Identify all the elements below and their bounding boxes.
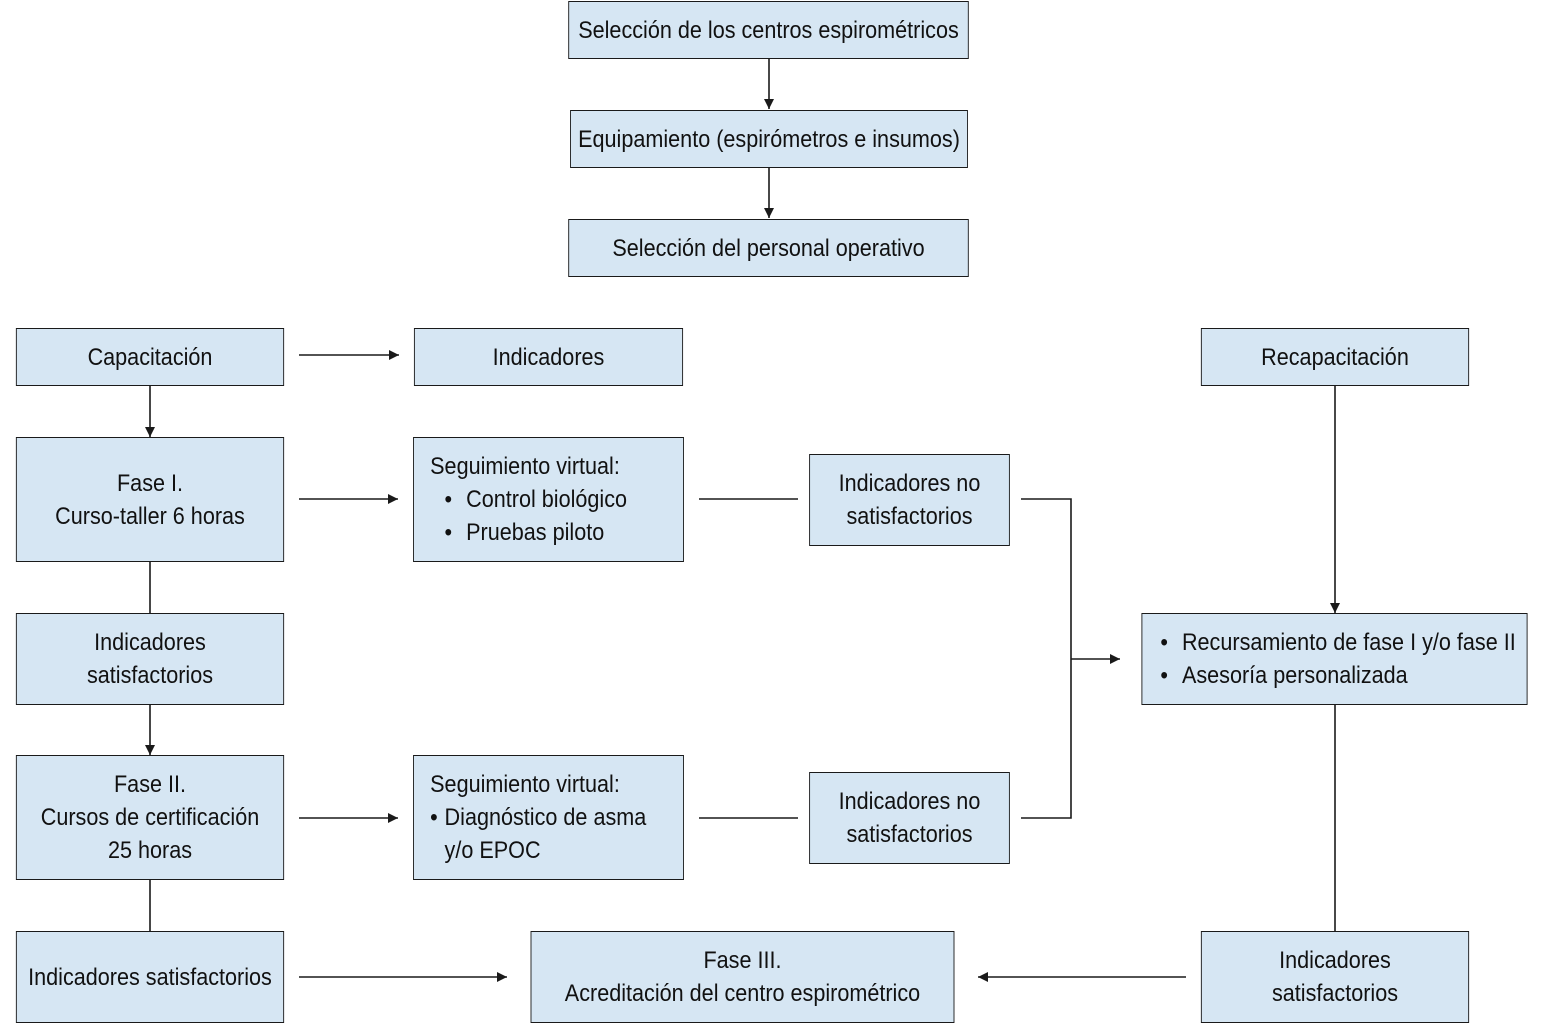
fase2-title: Fase II. [113, 771, 187, 798]
seleccion-personal-label: Selección del personal operativo [612, 234, 925, 262]
fase1-box: Fase I. Curso-taller 6 horas [15, 437, 285, 562]
indicadores-satisfactorios-2-box: Indicadores satisfactorios [15, 931, 285, 1023]
indicadores-no-satisfactorios-1-line2: satisfactorios [846, 503, 973, 530]
indicadores-no-satisfactorios-2-line1: Indicadores no [838, 788, 981, 815]
bullet-text: Diagnóstico de asma [444, 804, 647, 831]
bullet-text: Control biológico [466, 486, 628, 513]
line-no-satisfactorios1-bracket [1021, 498, 1072, 819]
equipamiento-box: Equipamiento (espirómetros e insumos) [570, 110, 968, 168]
indicadores-satisfactorios-1-line2: satisfactorios [86, 662, 214, 689]
indicadores-label: Indicadores [492, 343, 605, 371]
indicadores-satisfactorios-3-line2: satisfactorios [1271, 980, 1399, 1007]
seleccion-centros-label: Selección de los centros espirométricos [578, 16, 959, 44]
seguimiento-virtual-2-item-cont: y/o EPOC [444, 837, 541, 864]
recursamiento-item: • Recursamiento de fase I y/o fase II [1160, 626, 1515, 659]
fase2-subtitle: Cursos de certificación [40, 804, 260, 831]
bullet-dot: • [430, 804, 438, 831]
indicadores-no-satisfactorios-1-line1: Indicadores no [838, 470, 981, 497]
fase3-box: Fase III. Acreditación del centro espiro… [530, 931, 955, 1023]
fase1-subtitle: Curso-taller 6 horas [55, 502, 245, 530]
fase2-hours: 25 horas [107, 837, 193, 864]
bullet-text: Recursamiento de fase I y/o fase II [1181, 629, 1516, 656]
seguimiento-virtual-2-item: • Diagnóstico de asma [430, 801, 646, 834]
seleccion-personal-box: Selección del personal operativo [568, 219, 969, 277]
indicadores-satisfactorios-1-box: Indicadores satisfactorios [15, 613, 285, 705]
fase3-subtitle: Acreditación del centro espirométrico [564, 980, 921, 1007]
equipamiento-label: Equipamiento (espirómetros e insumos) [578, 125, 960, 153]
seguimiento-virtual-2-box: Seguimiento virtual: • Diagnóstico de as… [413, 755, 684, 880]
fase2-box: Fase II. Cursos de certificación 25 hora… [15, 755, 285, 880]
indicadores-no-satisfactorios-1-box: Indicadores no satisfactorios [809, 454, 1010, 546]
indicadores-box: Indicadores [413, 328, 684, 386]
bullet-dot: • [444, 519, 453, 546]
recapacitacion-label: Recapacitación [1261, 343, 1409, 371]
fase3-title: Fase III. [703, 947, 782, 974]
indicadores-satisfactorios-3-line1: Indicadores [1279, 947, 1391, 974]
bullet-text: Pruebas piloto [466, 519, 605, 546]
indicadores-satisfactorios-3-box: Indicadores satisfactorios [1200, 931, 1470, 1023]
bullet-text: Asesoría personalizada [1181, 662, 1408, 689]
indicadores-no-satisfactorios-2-box: Indicadores no satisfactorios [809, 772, 1010, 864]
bullet-dot: • [444, 486, 453, 513]
recursamiento-item: • Asesoría personalizada [1160, 659, 1407, 692]
indicadores-satisfactorios-1-line1: Indicadores [94, 629, 206, 656]
fase1-title: Fase I. [116, 469, 184, 497]
seguimiento-virtual-1-box: Seguimiento virtual: • Control biológico… [413, 437, 684, 562]
indicadores-no-satisfactorios-2-line2: satisfactorios [846, 821, 973, 848]
seguimiento-virtual-1-item: • Control biológico [430, 483, 628, 516]
bullet-dot: • [1160, 662, 1168, 689]
capacitacion-label: Capacitación [87, 343, 213, 371]
recursamiento-box: • Recursamiento de fase I y/o fase II • … [1141, 613, 1528, 705]
bullet-dot: • [1160, 629, 1168, 656]
recapacitacion-box: Recapacitación [1200, 328, 1470, 386]
seguimiento-virtual-1-title: Seguimiento virtual: [430, 453, 620, 480]
capacitacion-box: Capacitación [15, 328, 285, 386]
seguimiento-virtual-2-title: Seguimiento virtual: [430, 771, 620, 798]
seguimiento-virtual-1-item: • Pruebas piloto [430, 516, 605, 549]
seleccion-centros-box: Selección de los centros espirométricos [568, 1, 969, 59]
indicadores-satisfactorios-2-label: Indicadores satisfactorios [28, 963, 272, 991]
